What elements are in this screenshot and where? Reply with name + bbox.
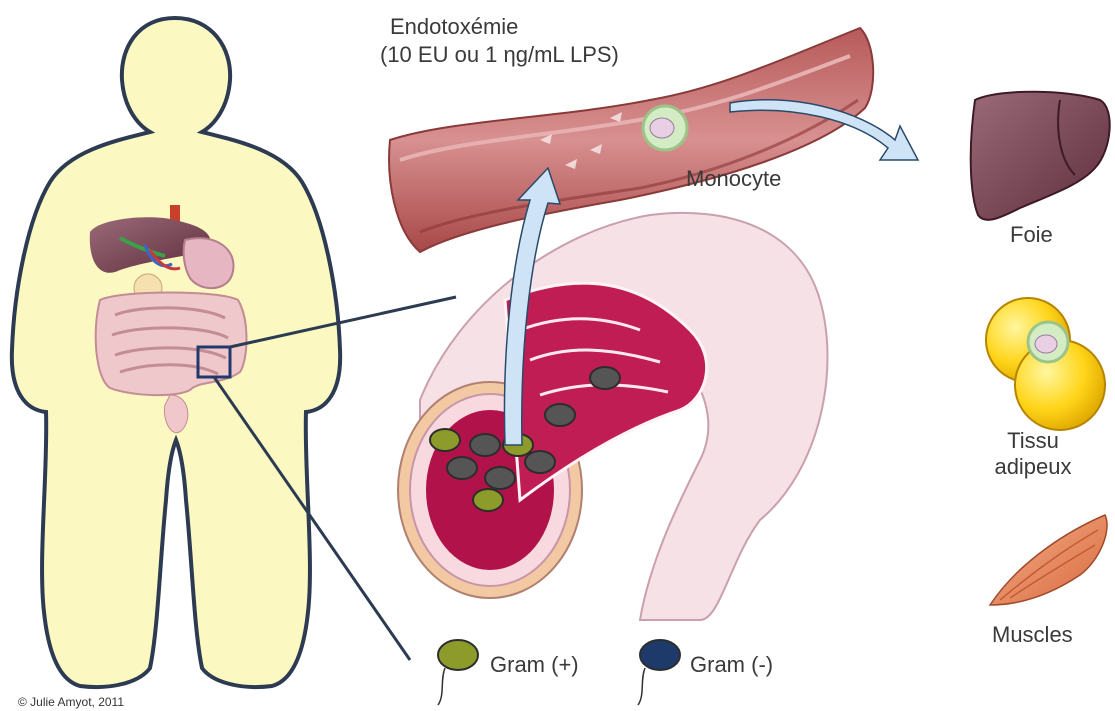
- title-line-2-unit: ηg/mL LPS): [504, 42, 619, 67]
- title-line-1: Endotoxémie: [390, 14, 518, 40]
- gram-negative-icon: [638, 640, 680, 705]
- muscles-label: Muscles: [992, 622, 1073, 648]
- gram-positive-icon: [438, 640, 478, 705]
- title-line-2: (10 EU ou 1 ηg/mL LPS): [380, 42, 619, 68]
- adipose-label-line2: adipeux: [993, 454, 1073, 480]
- intestine-cross-section: [398, 213, 828, 620]
- liver-icon: [971, 92, 1110, 220]
- adipose-tissue-icon: [986, 298, 1105, 430]
- copyright-text: © Julie Amyot, 2011: [18, 695, 124, 709]
- adipose-label-line1: Tissu: [993, 428, 1073, 454]
- adipose-label: Tissu adipeux: [993, 428, 1073, 481]
- gram-positive-label: Gram (+): [490, 652, 579, 678]
- monocyte-label: Monocyte: [686, 166, 781, 192]
- gram-negative-label: Gram (-): [690, 652, 773, 678]
- liver-label: Foie: [1010, 222, 1053, 248]
- monocyte-cell-vessel: [643, 106, 687, 150]
- muscle-icon: [990, 515, 1107, 605]
- title-line-2-prefix: (10 EU ou 1: [380, 42, 504, 67]
